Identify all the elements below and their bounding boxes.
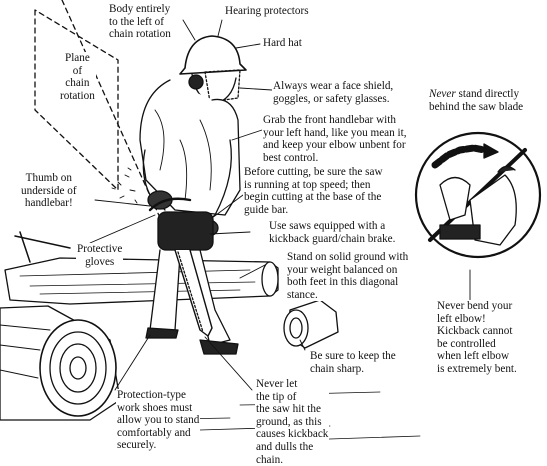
never-emphasis: Never bbox=[429, 88, 456, 100]
cut-log-piece bbox=[283, 299, 339, 349]
label-never-bend-elbow: Never bend your left elbow! Kickback can… bbox=[436, 300, 518, 376]
label-thumb-underside: Thumb on underside of handlebar! bbox=[20, 172, 78, 210]
label-solid-ground: Stand on solid ground with your weight b… bbox=[286, 251, 410, 302]
back-log bbox=[4, 231, 279, 305]
label-protective-gloves: Protective gloves bbox=[76, 243, 124, 269]
label-kickback-guard: Use saws equipped with a kickback guard/… bbox=[268, 220, 397, 246]
label-hearing-protectors: Hearing protectors bbox=[224, 5, 310, 18]
label-work-shoes: Protection-type work shoes must allow yo… bbox=[116, 389, 201, 452]
label-body-left-of-chain: Body entirely to the left of chain rotat… bbox=[108, 3, 172, 41]
chainsaw bbox=[148, 197, 214, 337]
inset-circle bbox=[414, 131, 542, 259]
label-plane-of-chain-rotation: Plane of chain rotation bbox=[59, 52, 96, 103]
label-never-stand-behind: Never stand directly behind the saw blad… bbox=[428, 88, 525, 114]
leader-lines bbox=[89, 19, 471, 391]
label-hard-hat: Hard hat bbox=[262, 37, 303, 50]
never-stand-text: stand directly behind the saw blade bbox=[429, 88, 524, 113]
sawdust bbox=[111, 167, 138, 204]
label-keep-chain-sharp: Be sure to keep the chain sharp. bbox=[309, 350, 397, 376]
front-log bbox=[0, 305, 121, 421]
label-front-handlebar: Grab the front handlebar with your left … bbox=[262, 114, 408, 165]
label-face-shield: Always wear a face shield, goggles, or s… bbox=[272, 80, 395, 106]
label-before-cutting: Before cutting, be sure the saw is runni… bbox=[243, 166, 384, 217]
label-never-let-tip: Never let the tip of the saw hit the gro… bbox=[255, 378, 330, 466]
